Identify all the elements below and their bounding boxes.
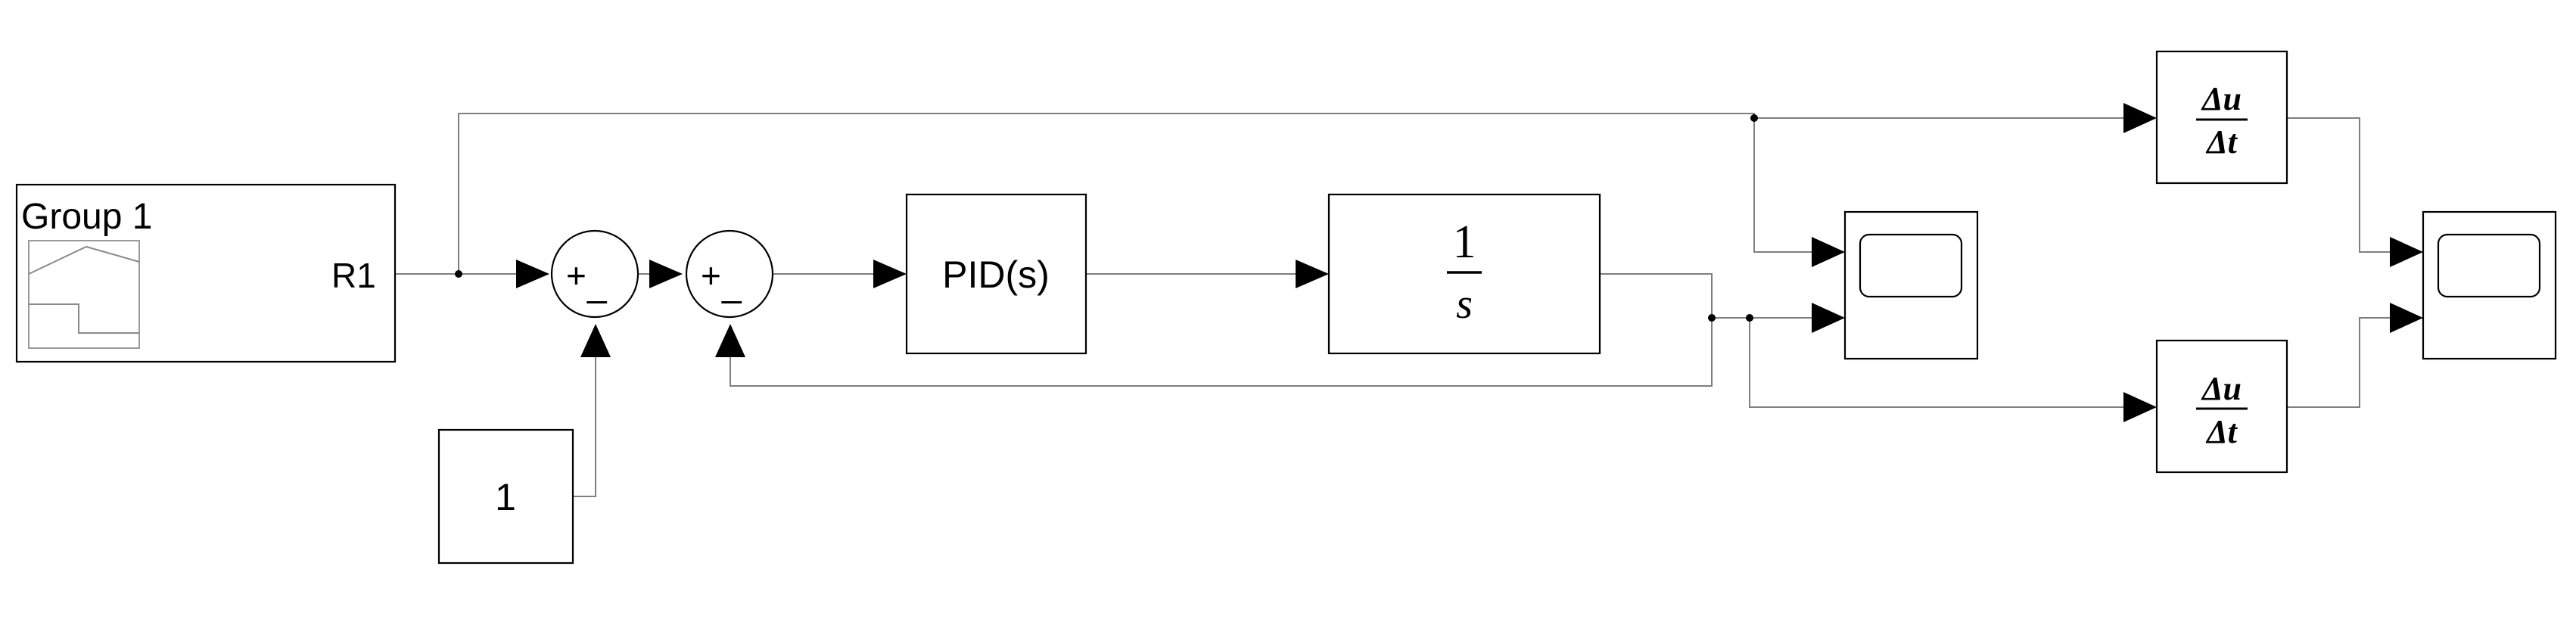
scope-screen-icon	[2437, 233, 2541, 298]
branch-dot-output-2	[1746, 314, 1753, 322]
arrow-into-sum2-bottom	[715, 324, 745, 357]
derivative-block-bottom[interactable]: Δu Δt	[2155, 339, 2288, 474]
arrow-into-pid	[873, 260, 907, 288]
arrow-into-sum2	[649, 260, 683, 288]
sum1-plus-sign: +	[566, 256, 586, 295]
sum2-plus-sign: +	[701, 256, 721, 295]
scope-block-1[interactable]	[1843, 210, 1979, 360]
arrow-into-deriv-bottom	[2123, 392, 2157, 422]
derivative-top-denominator: Δt	[2205, 123, 2238, 160]
integrator-numerator: 1	[1453, 216, 1476, 268]
constant-value: 1	[495, 476, 516, 518]
sum-block-1[interactable]: + _	[550, 229, 639, 319]
signal-builder-port-label: R1	[331, 256, 376, 295]
arrow-into-sum1-bottom	[580, 324, 611, 357]
branch-points	[455, 114, 1758, 322]
signal-builder-plot-icon	[28, 240, 140, 349]
sum-block-2[interactable]: + _	[685, 229, 774, 319]
derivative-bottom-numerator: Δu	[2201, 370, 2242, 407]
arrow-into-scope2-in2	[2390, 303, 2423, 333]
scope-screen-icon	[1859, 233, 1963, 298]
pid-controller-block[interactable]: PID(s)	[905, 193, 1087, 355]
arrow-into-scope1-in2	[1812, 303, 1845, 333]
signal-lines	[395, 113, 2391, 497]
line-deriv-bottom-to-scope2[interactable]	[2287, 317, 2391, 408]
constant-block[interactable]: 1	[437, 428, 574, 565]
sum2-minus-sign: _	[721, 265, 742, 304]
branch-dot-reference	[455, 270, 462, 278]
derivative-bottom-denominator: Δt	[2205, 413, 2238, 450]
arrow-into-sum1	[516, 260, 549, 288]
line-feedback[interactable]	[730, 318, 1713, 387]
integrator-block[interactable]: 1 s	[1327, 193, 1601, 355]
line-deriv-top-to-scope2[interactable]	[2287, 117, 2391, 253]
derivative-block-top[interactable]: Δu Δt	[2155, 50, 2288, 185]
branch-dot-output	[1708, 314, 1716, 322]
arrow-into-scope2-in1	[2390, 237, 2423, 267]
integrator-denominator: s	[1456, 281, 1473, 328]
derivative-top-numerator: Δu	[2201, 80, 2242, 117]
line-constant-to-sum1[interactable]	[573, 356, 596, 497]
branch-dot-top	[1750, 114, 1758, 122]
sum1-minus-sign: _	[586, 265, 608, 304]
arrow-into-scope1-in1	[1812, 237, 1845, 267]
arrow-into-deriv-top	[2123, 103, 2157, 133]
signal-builder-block[interactable]: Group 1 R1	[15, 183, 397, 363]
signal-builder-title: Group 1	[21, 197, 152, 237]
arrow-into-integrator	[1296, 260, 1329, 288]
scope-block-2[interactable]	[2422, 210, 2557, 360]
line-ref-to-scope1[interactable]	[1753, 118, 1822, 253]
line-out-to-derivative[interactable]	[1749, 318, 2134, 408]
line-reference-top[interactable]	[458, 113, 2134, 274]
line-integrator-out[interactable]	[1600, 273, 1713, 318]
pid-label: PID(s)	[942, 254, 1050, 296]
arrowheads	[516, 103, 2423, 422]
